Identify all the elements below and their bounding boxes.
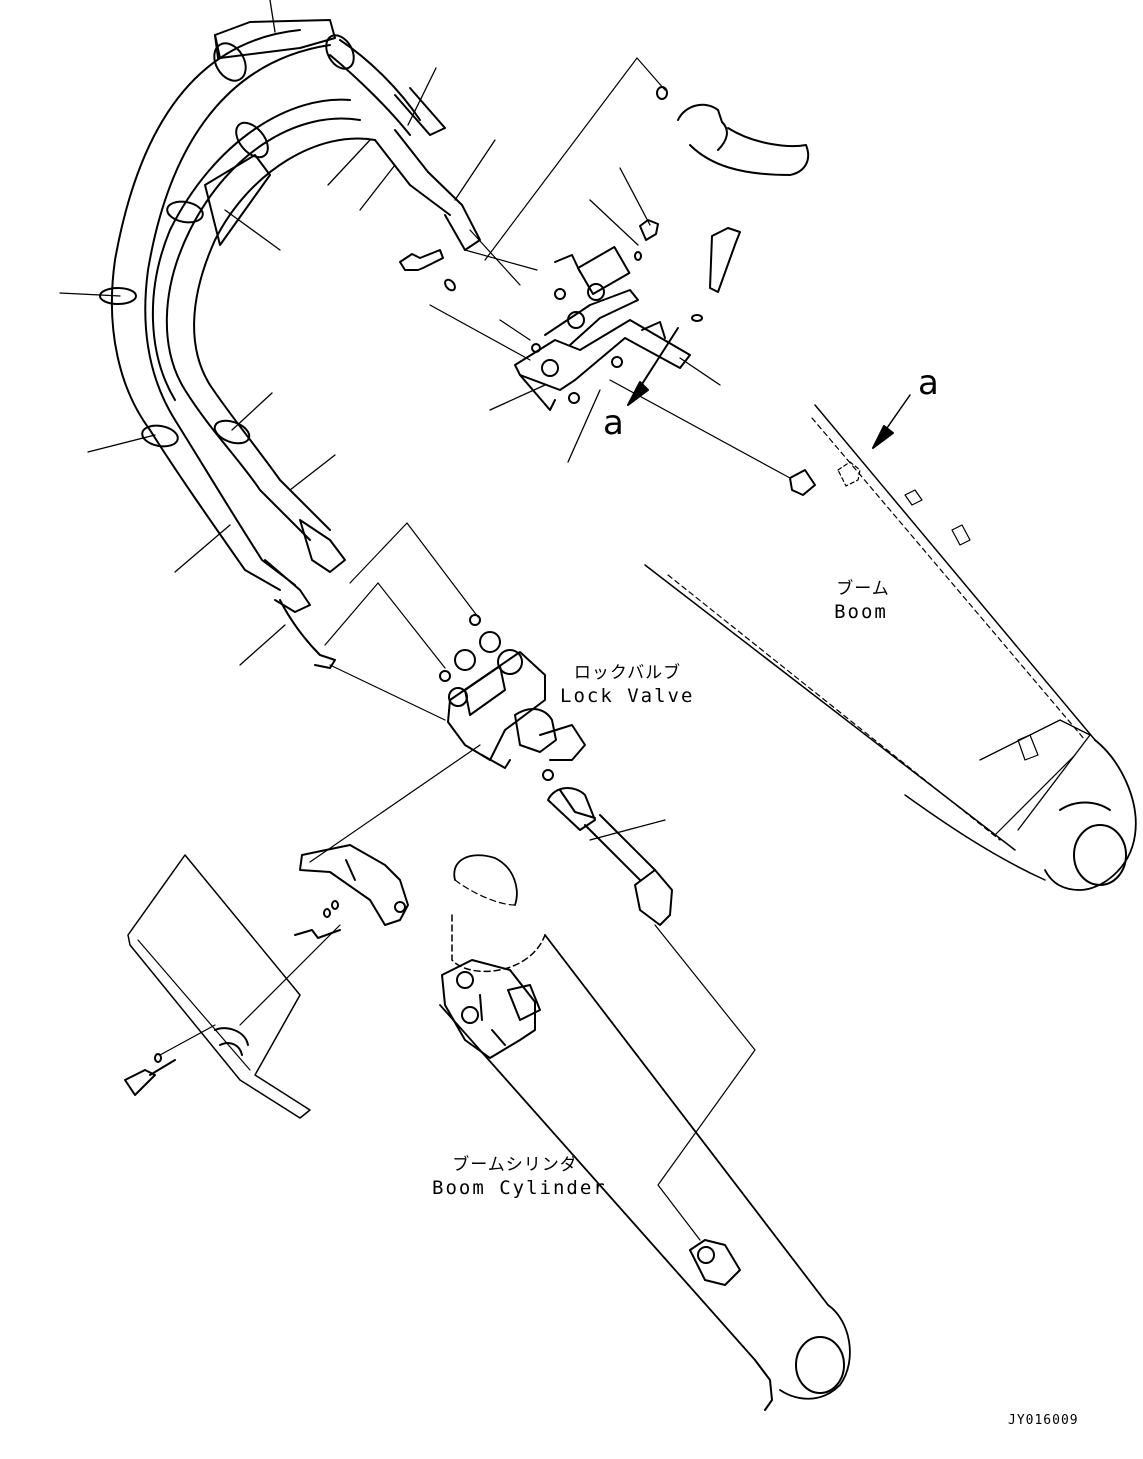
lock-valve-lines [309,522,481,863]
lock-valve-label-en: Lock Valve [560,685,695,707]
view-arrow-lower [627,327,679,406]
lower-hose-lines [654,924,756,1241]
boom-cylinder-label-jp: ブームシリンダ [452,1155,578,1175]
upper-coupling [656,86,810,176]
boom-label-en: Boom [834,601,888,623]
lock-valve [439,614,586,781]
boom-outline [644,394,1137,891]
boom-cylinder-label-en: Boom Cylinder [432,1177,607,1199]
lower-hose [547,787,673,926]
boom-label-jp: ブーム [836,579,890,599]
view-marker-lower: a [603,403,624,443]
mount-bracket [124,844,409,1119]
lock-valve-label-jp: ロックバルブ [573,663,682,683]
boom-cylinder [439,854,851,1411]
drawing-code: JY016009 [1008,1413,1079,1428]
leader-lines [59,0,721,841]
upper-valve-block [399,219,741,411]
hose-bundle [99,19,481,669]
view-marker-upper: a [918,363,939,403]
